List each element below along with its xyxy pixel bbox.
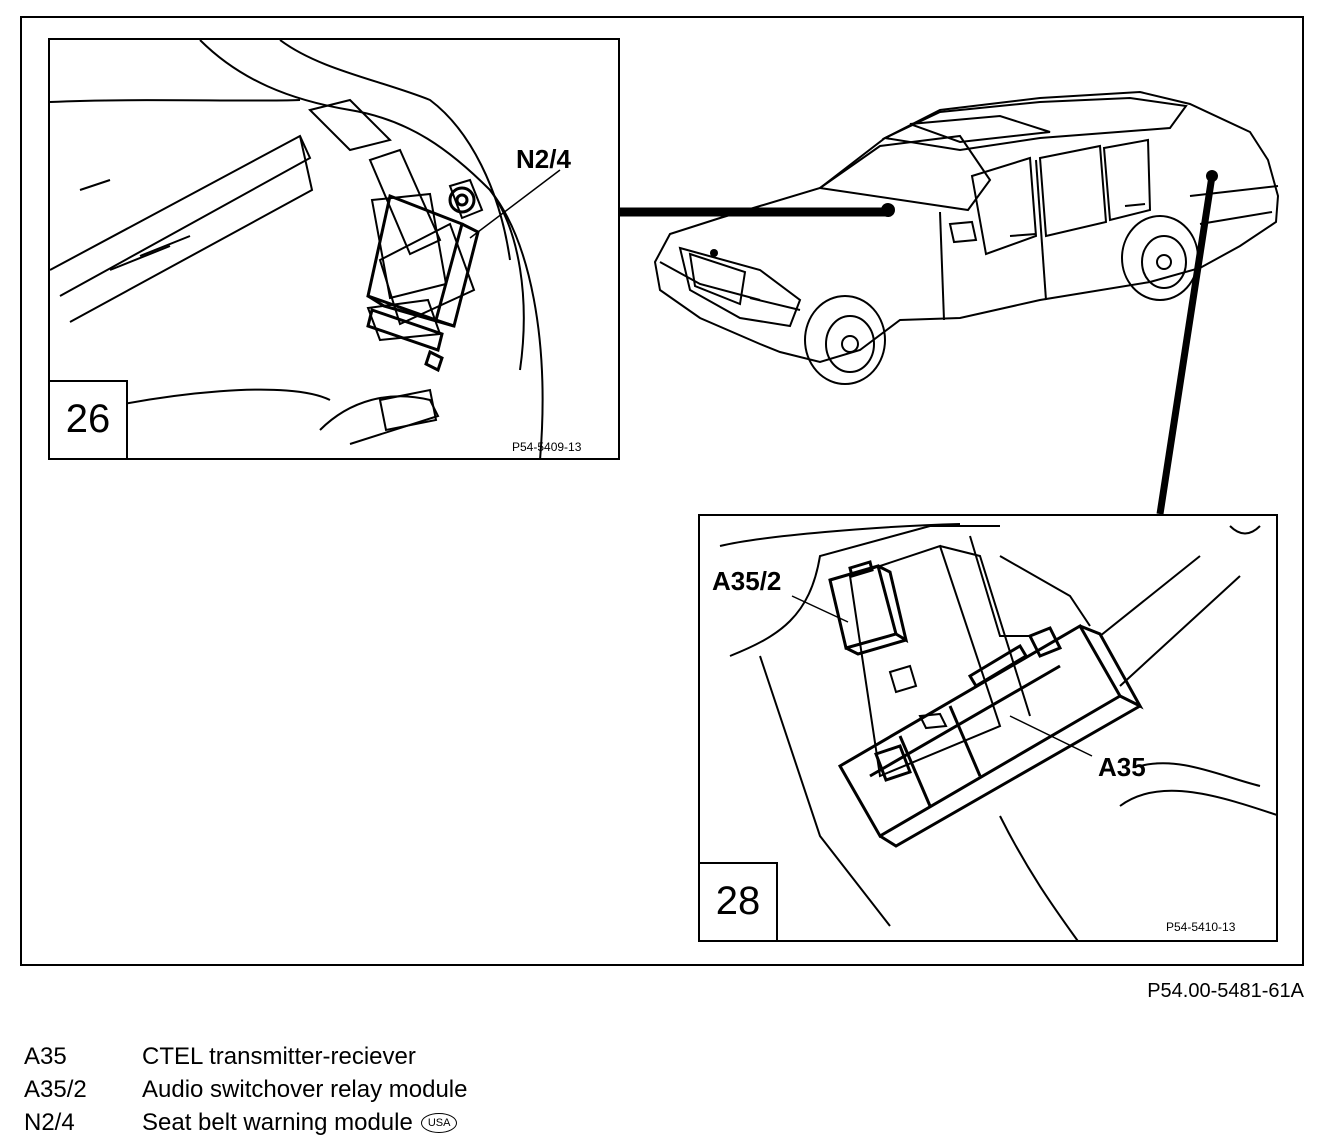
figure-ref-p54-5410: P54-5410-13 (1166, 920, 1236, 934)
legend-description: Audio switchover relay module (142, 1075, 468, 1103)
leader-a35 (1009, 715, 1093, 757)
sedan-outline (653, 90, 1280, 385)
inset-fig26: N2/4 P54-5409-13 26 (48, 38, 620, 460)
module-a35-2-box (828, 560, 909, 656)
leader-n2-4 (469, 169, 561, 239)
legend-description: CTEL transmitter-reciever (142, 1042, 416, 1070)
legend-code: N2/4 (24, 1108, 75, 1136)
seat-belt-module-drawing (50, 40, 561, 458)
legend-code: A35 (24, 1042, 67, 1070)
legend-item: N2/4 Seat belt warning module USA (24, 1106, 468, 1139)
legend-code: A35/2 (24, 1075, 87, 1103)
ctel-transceiver-drawing (719, 523, 1276, 940)
legend-description: Seat belt warning module (142, 1108, 413, 1136)
hood-star-icon (710, 249, 718, 257)
inset-fig28: A35/2 A35 P54-5410-13 28 (698, 514, 1278, 942)
legend-item: A35 CTEL transmitter-reciever (24, 1040, 468, 1073)
diagram-frame (20, 16, 1304, 966)
module-n2-4-box (366, 186, 480, 373)
legend-item: A35/2 Audio switchover relay module (24, 1073, 468, 1106)
figure-number-26: 26 (50, 380, 128, 458)
location-dot-dashboard (881, 203, 895, 217)
location-dot-trunk (1206, 170, 1218, 182)
leader-a35-2 (791, 595, 849, 623)
figure-ref-p54-5409: P54-5409-13 (512, 440, 582, 454)
figure-number-28: 28 (700, 862, 778, 940)
callout-n2-4: N2/4 (516, 144, 571, 174)
figure-reference: P54.00-5481-61A (1147, 980, 1304, 1002)
leader-line-fig28 (1156, 175, 1216, 515)
module-a35-box (837, 623, 1144, 848)
callout-a35: A35 (1098, 752, 1146, 782)
legend: A35 CTEL transmitter-reciever A35/2 Audi… (24, 1040, 468, 1139)
usa-badge: USA (420, 1112, 458, 1133)
callout-a35-2: A35/2 (712, 566, 782, 596)
